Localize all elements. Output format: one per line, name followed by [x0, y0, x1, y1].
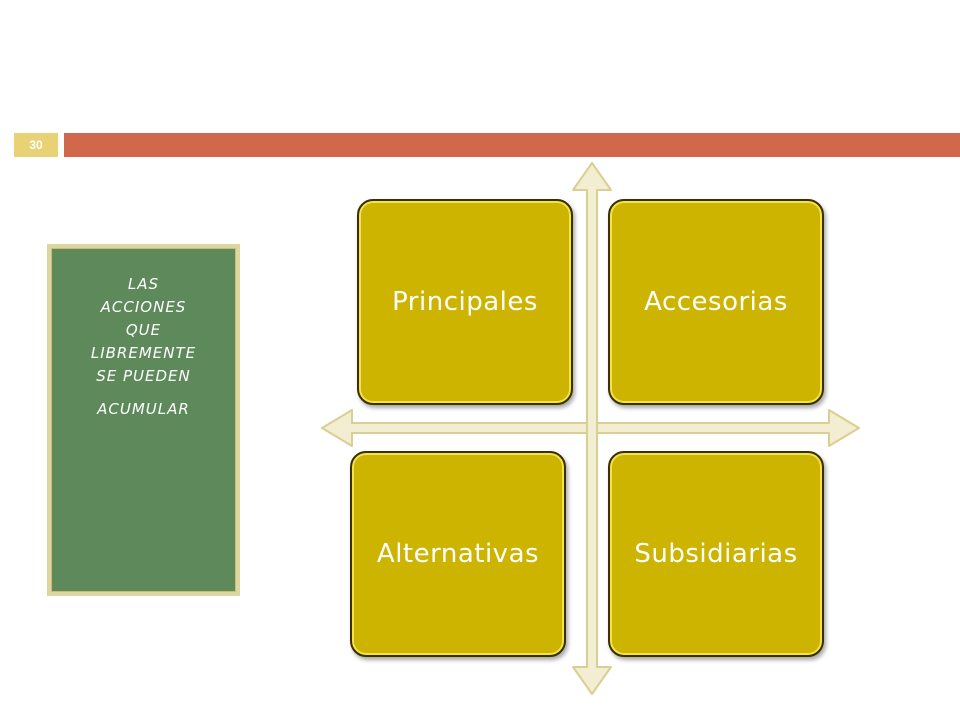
side-line-3: QUE: [125, 321, 162, 339]
quadrant-label: Principales: [392, 287, 538, 317]
side-panel-text: LAS ACCIONES QUE LIBREMENTE SE PUEDEN AC…: [51, 248, 236, 592]
quadrant-label: Subsidiarias: [634, 539, 798, 569]
quadrant-subsidiarias: Subsidiarias: [608, 451, 824, 657]
side-line-1: LAS: [127, 275, 160, 293]
side-panel: LAS ACCIONES QUE LIBREMENTE SE PUEDEN AC…: [47, 244, 240, 596]
vertical-double-arrow: [572, 162, 612, 695]
quadrant-alternativas: Alternativas: [350, 451, 566, 657]
side-line-4: LIBREMENTE: [90, 344, 197, 362]
slide-number: 30: [29, 138, 43, 152]
side-line-2: ACCIONES: [100, 298, 187, 316]
slide-number-badge: 30: [14, 133, 58, 157]
quadrant-label: Accesorias: [644, 287, 788, 317]
quadrant-label: Alternativas: [376, 539, 540, 569]
side-line-5: SE PUEDEN: [96, 367, 191, 385]
side-line-6: ACUMULAR: [97, 400, 190, 418]
quadrant-principales: Principales: [357, 199, 573, 405]
header-accent-bar: [64, 133, 960, 157]
quadrant-accesorias: Accesorias: [608, 199, 824, 405]
